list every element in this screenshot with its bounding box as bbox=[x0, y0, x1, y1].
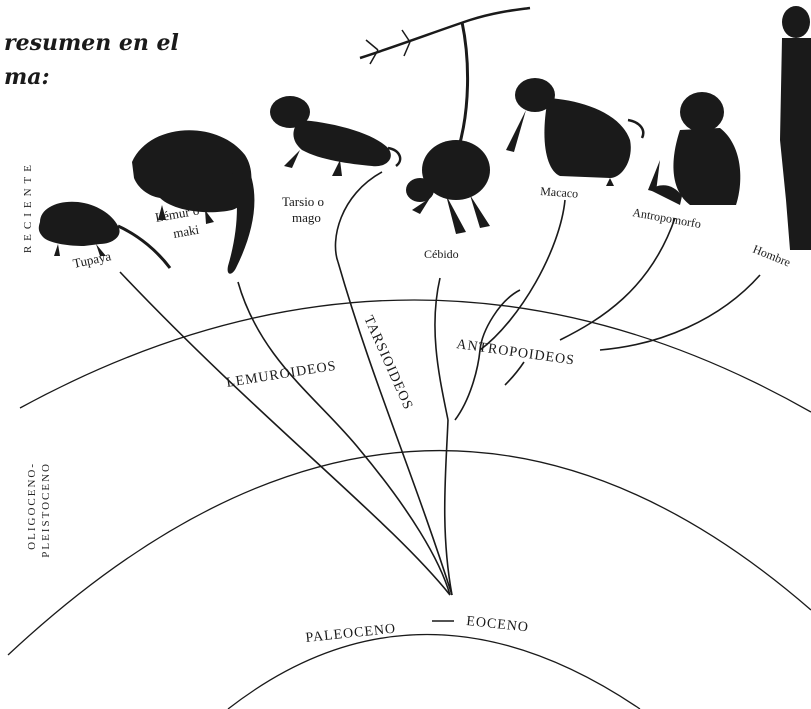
label-tarsier-line2: mago bbox=[292, 210, 321, 225]
branch-anthropomorph bbox=[560, 218, 675, 340]
branch-macaque bbox=[480, 200, 565, 350]
label-macaque: Macaco bbox=[540, 184, 579, 201]
arc-recent-boundary bbox=[20, 300, 811, 412]
epoch-label-paleoceno: PALEOCENO bbox=[305, 622, 397, 646]
branch-lemur bbox=[238, 282, 450, 595]
label-tupaya: Tupaya bbox=[72, 248, 113, 271]
branch-cebid bbox=[435, 278, 448, 420]
cebid-silhouette bbox=[360, 8, 530, 234]
branch-human bbox=[600, 275, 760, 350]
human-silhouette bbox=[780, 6, 811, 250]
branch-anthropoid-short bbox=[505, 362, 524, 385]
tarsier-silhouette bbox=[270, 96, 400, 176]
label-tarsier-line1: Tarsio o bbox=[282, 194, 324, 209]
arc-oligocene-boundary bbox=[8, 451, 811, 655]
lemur-silhouette bbox=[132, 130, 254, 273]
group-label-tarsioideos: TARSIOIDEOS bbox=[360, 314, 415, 413]
group-label-antropoideos: ANTROPOIDEOS bbox=[455, 337, 575, 368]
branch-tarsier-tail bbox=[335, 172, 382, 262]
label-cebid: Cébido bbox=[424, 247, 459, 261]
anthropomorph-silhouette bbox=[648, 92, 740, 205]
branch-tupaya bbox=[120, 272, 450, 595]
branch-root-join bbox=[445, 420, 452, 595]
macaque-silhouette bbox=[506, 78, 643, 186]
epoch-label-eoceno: EOCENO bbox=[466, 614, 530, 635]
label-lemur-line2: maki bbox=[172, 222, 201, 241]
label-human: Hombre bbox=[751, 242, 793, 270]
label-anthropomorph: Antropomorfo bbox=[631, 205, 702, 231]
arc-eocene-boundary bbox=[228, 635, 640, 709]
